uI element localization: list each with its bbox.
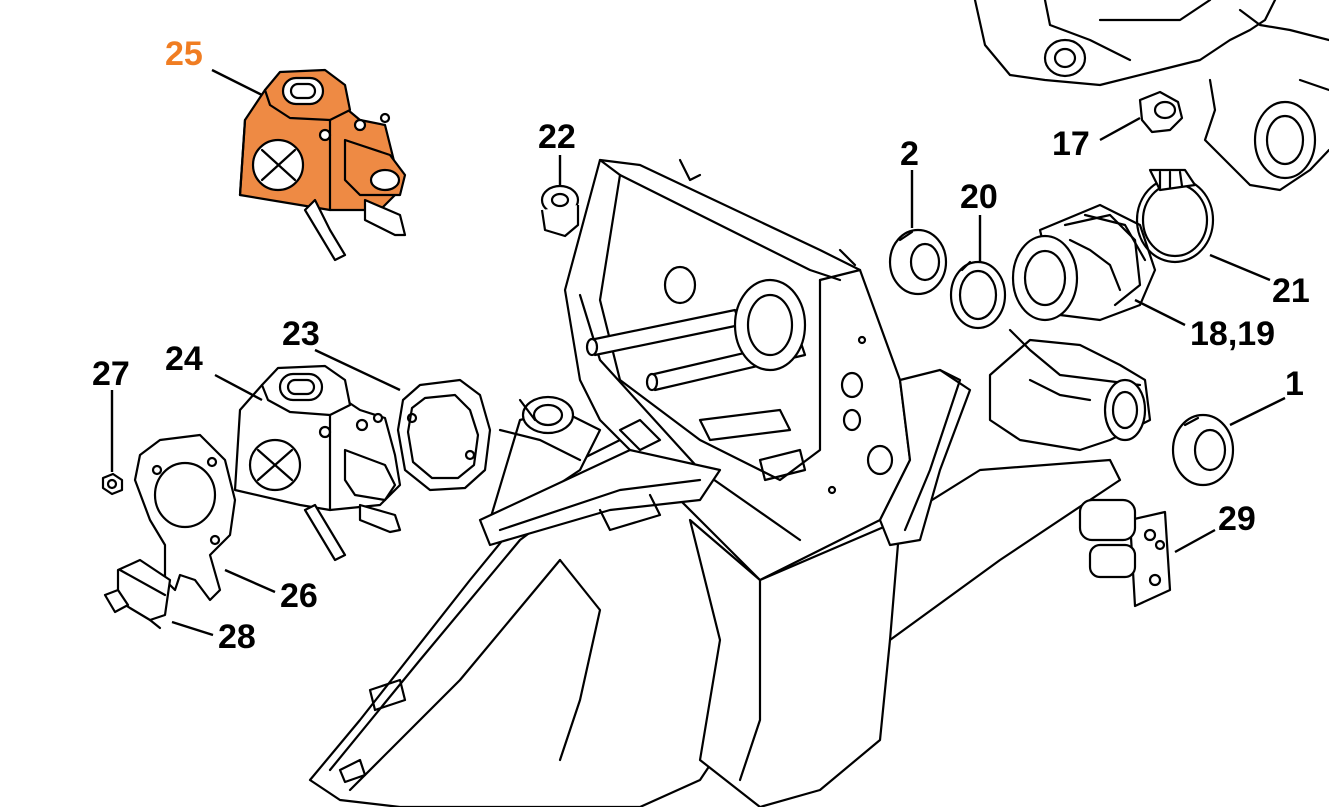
part-25-carburetor-highlighted[interactable]	[238, 68, 407, 262]
part-22-grommet[interactable]	[540, 184, 580, 238]
callout-26[interactable]: 26	[280, 577, 318, 615]
part-27-nut[interactable]	[101, 472, 124, 496]
part-23-gasket[interactable]	[396, 378, 492, 492]
callout-labels: 25 22 2 20 17 21 18,19 1 29 23 24 27 26 …	[92, 35, 1310, 656]
callout-25[interactable]: 25	[165, 35, 203, 73]
part-20-ring[interactable]	[949, 260, 1007, 330]
part-26-plate[interactable]	[133, 433, 237, 602]
callout-2[interactable]: 2	[900, 135, 919, 173]
part-17-plug[interactable]	[1138, 90, 1184, 134]
part-29-bracket[interactable]	[1078, 498, 1172, 608]
part-28-connector[interactable]	[103, 558, 172, 630]
part-2-seal[interactable]	[888, 228, 948, 296]
callout-18-19[interactable]: 18,19	[1190, 315, 1275, 353]
callout-21[interactable]: 21	[1272, 272, 1310, 310]
callout-24[interactable]: 24	[165, 340, 203, 378]
callout-22[interactable]: 22	[538, 118, 576, 156]
crankcase-housing	[308, 158, 1152, 807]
part-24-carburetor[interactable]	[233, 364, 402, 562]
callout-20[interactable]: 20	[960, 178, 998, 216]
callout-27[interactable]: 27	[92, 355, 130, 393]
callout-28[interactable]: 28	[218, 618, 256, 656]
callout-leaders	[110, 68, 1286, 637]
callout-1[interactable]: 1	[1285, 365, 1304, 403]
callout-29[interactable]: 29	[1218, 500, 1256, 538]
engine-housing-background	[973, 0, 1329, 192]
part-18-19-intake-manifold[interactable]	[1011, 203, 1157, 322]
callout-23[interactable]: 23	[282, 315, 320, 353]
part-1-seal[interactable]	[1171, 413, 1235, 487]
callout-17[interactable]: 17	[1052, 125, 1090, 163]
part-21-clamp[interactable]	[1135, 168, 1215, 264]
